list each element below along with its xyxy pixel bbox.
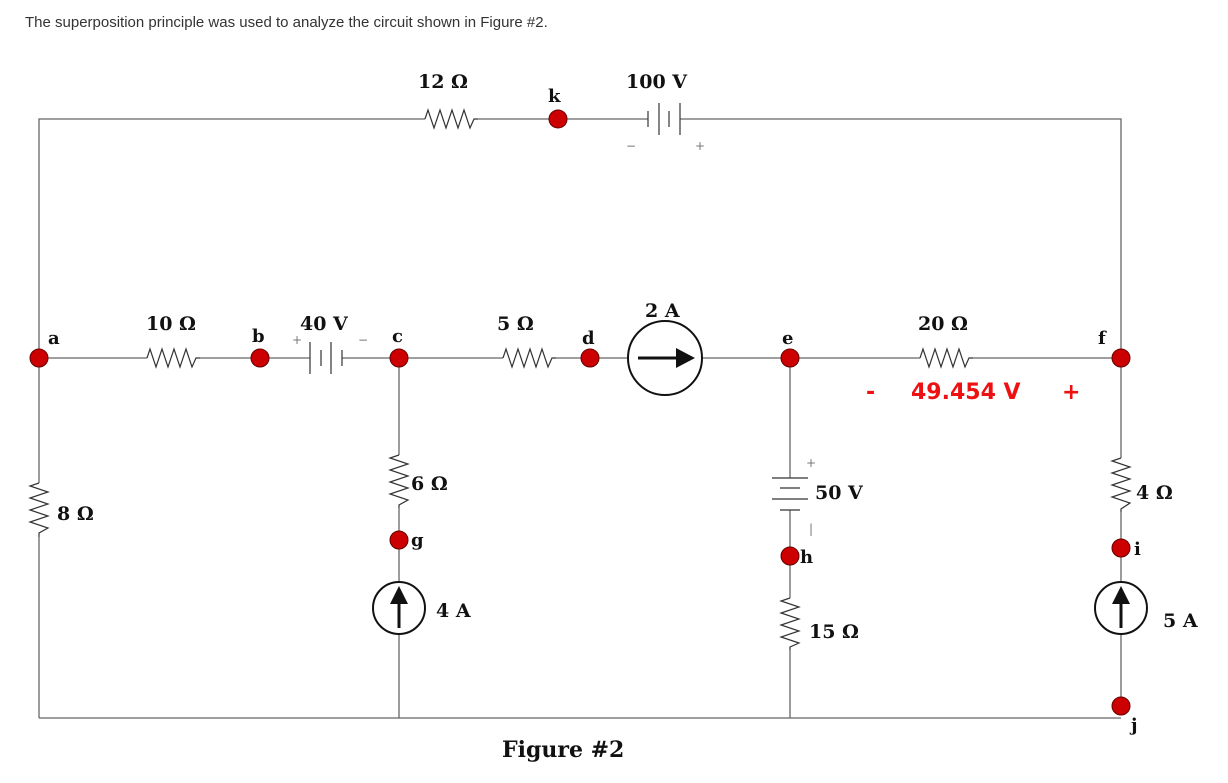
resistor-5-ohm (502, 347, 556, 369)
battery-50v (772, 477, 808, 511)
node-f (1111, 348, 1131, 368)
node-c (389, 348, 409, 368)
node-e (780, 348, 800, 368)
wires (38, 118, 1122, 719)
polarity-50v-plus: + (806, 456, 816, 470)
node-label-j: j (1129, 715, 1138, 736)
label-v50: 50 V (815, 482, 864, 504)
node-k (548, 109, 568, 129)
battery-40v (309, 342, 343, 374)
label-i2: 2 A (645, 300, 680, 322)
node-a (29, 348, 49, 368)
battery-100v (647, 103, 681, 135)
node-label-f: f (1098, 328, 1107, 349)
figure-caption: Figure #2 (502, 737, 624, 763)
node-label-c: c (392, 326, 403, 347)
label-r12: 12 Ω (418, 71, 468, 93)
node-label-i: i (1134, 539, 1141, 560)
node-i (1111, 538, 1131, 558)
node-label-h: h (800, 547, 813, 568)
node-label-b: b (252, 326, 265, 347)
label-r15: 15 Ω (809, 621, 859, 643)
label-r8: 8 Ω (57, 503, 94, 525)
resistor-4-ohm (1110, 457, 1132, 512)
resistor-15-ohm (779, 597, 801, 650)
polarity-100v-minus: − (626, 139, 636, 153)
intro-text: The superposition principle was used to … (25, 14, 548, 31)
current-source-2a (627, 320, 703, 396)
label-v40: 40 V (300, 313, 349, 335)
node-h (780, 546, 800, 566)
label-r6: 6 Ω (411, 473, 448, 495)
node-j (1111, 696, 1131, 716)
current-source-5a (1094, 581, 1148, 635)
resistor-20-ohm (919, 347, 973, 369)
label-r5: 5 Ω (497, 313, 534, 335)
measurement-minus: - (866, 380, 875, 405)
polarity-40v-minus: − (358, 333, 368, 347)
node-b (250, 348, 270, 368)
resistor-8-ohm (28, 482, 50, 537)
resistor-6-ohm (388, 454, 410, 508)
polarity-50v-minus: | (809, 522, 813, 536)
label-r20: 20 Ω (918, 313, 968, 335)
node-label-k: k (548, 86, 561, 107)
measurement-plus: + (1062, 380, 1080, 405)
polarity-40v-plus: + (292, 333, 302, 347)
label-i5: 5 A (1163, 610, 1198, 632)
label-r10: 10 Ω (146, 313, 196, 335)
resistor-12-ohm (424, 108, 478, 130)
label-r4: 4 Ω (1136, 482, 1173, 504)
node-label-g: g (411, 530, 424, 551)
resistor-10-ohm (146, 347, 200, 369)
label-v100: 100 V (626, 71, 688, 93)
label-i4: 4 A (436, 600, 471, 622)
node-g (389, 530, 409, 550)
node-label-d: d (582, 328, 595, 349)
node-label-e: e (782, 328, 793, 349)
current-source-4a (372, 581, 426, 635)
polarity-100v-plus: + (695, 139, 705, 153)
node-label-a: a (48, 328, 60, 349)
measurement-value: 49.454 V (911, 380, 1021, 405)
node-d (580, 348, 600, 368)
